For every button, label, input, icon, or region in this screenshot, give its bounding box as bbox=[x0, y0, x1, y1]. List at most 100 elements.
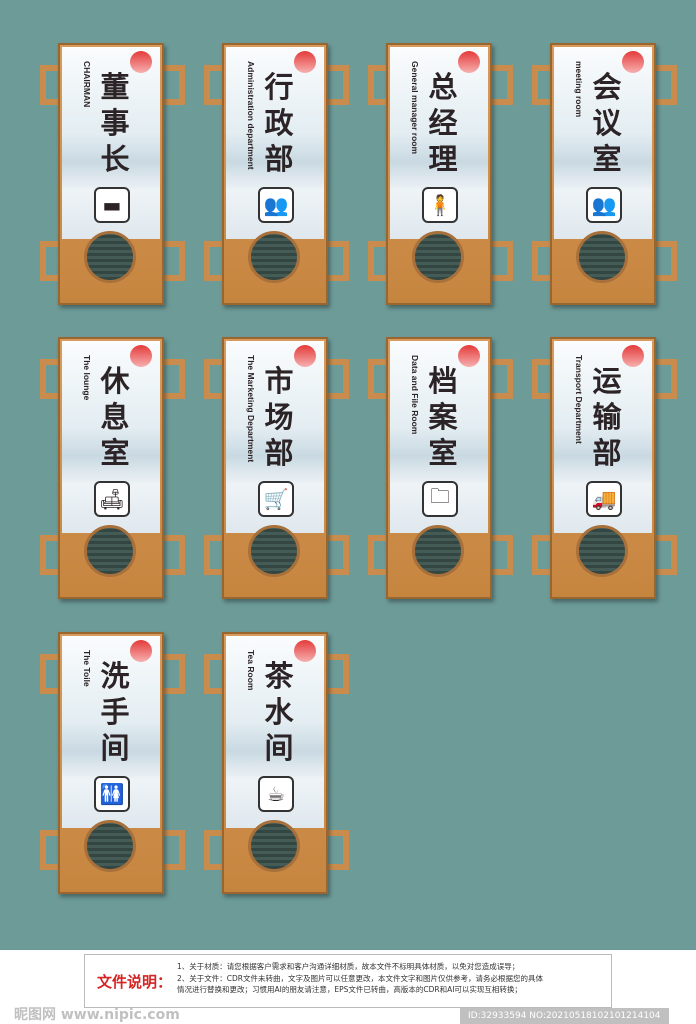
sign-english: The Marketing Department bbox=[246, 355, 256, 463]
icon-glyph: 👥 bbox=[263, 193, 289, 217]
red-sun bbox=[622, 345, 644, 367]
bracket bbox=[491, 535, 513, 575]
door-sign: Data and File Room 档案室 🗀 bbox=[368, 337, 513, 599]
door-sign: Transport Department 运输部 🚚 bbox=[532, 337, 677, 599]
bracket bbox=[163, 535, 185, 575]
watermark: 昵图网 www.nipic.com bbox=[14, 1007, 180, 1023]
bracket bbox=[163, 241, 185, 281]
sign-panel: Tea Room 茶水间 ☕ bbox=[222, 632, 328, 894]
bracket bbox=[532, 359, 554, 399]
sign-panel: The lounge 休息室 🛋 bbox=[58, 337, 164, 599]
sign-panel: CHAIRMAN 董事长 ▬ bbox=[58, 43, 164, 305]
icon-glyph: 🧍 bbox=[427, 193, 453, 217]
bracket bbox=[40, 65, 62, 105]
lattice-window bbox=[412, 231, 464, 283]
truck-icon: 🚚 bbox=[586, 481, 622, 517]
bracket bbox=[655, 65, 677, 105]
icon-glyph: 🚻 bbox=[99, 782, 125, 806]
icon-glyph: 👥 bbox=[591, 193, 617, 217]
bracket bbox=[327, 65, 349, 105]
lattice-window bbox=[576, 525, 628, 577]
note-line: 2、关于文件：CDR文件未转曲，文字及图片可以任意更改，本文件文字和图片仅供参考… bbox=[177, 974, 543, 983]
sign-panel: The Marketing Department 市场部 🛒 bbox=[222, 337, 328, 599]
door-sign: The Marketing Department 市场部 🛒 bbox=[204, 337, 349, 599]
red-sun bbox=[130, 51, 152, 73]
door-sign: meeting room 会议室 👥 bbox=[532, 43, 677, 305]
sign-chinese: 运输部 bbox=[592, 364, 622, 470]
restroom-icon: 🚻 bbox=[94, 776, 130, 812]
sign-chinese: 会议室 bbox=[592, 70, 622, 176]
meeting-people-icon: 👥 bbox=[258, 187, 294, 223]
bracket bbox=[204, 535, 226, 575]
lattice-window bbox=[576, 231, 628, 283]
bracket bbox=[40, 535, 62, 575]
note-line: 情况进行替换和更改；习惯用AI的朋友请注意，EPS文件已转曲，高版本的CDR和A… bbox=[177, 985, 522, 994]
bracket bbox=[368, 535, 390, 575]
door-sign: The Toile 洗手间 🚻 bbox=[40, 632, 185, 894]
red-sun bbox=[130, 640, 152, 662]
bracket bbox=[491, 65, 513, 105]
landscape-background: Transport Department 运输部 🚚 bbox=[554, 341, 652, 533]
landscape-background: CHAIRMAN 董事长 ▬ bbox=[62, 47, 160, 239]
bracket bbox=[204, 654, 226, 694]
bracket bbox=[327, 359, 349, 399]
bracket bbox=[655, 241, 677, 281]
landscape-background: Data and File Room 档案室 🗀 bbox=[390, 341, 488, 533]
bracket bbox=[204, 830, 226, 870]
landscape-background: The Marketing Department 市场部 🛒 bbox=[226, 341, 324, 533]
bracket bbox=[368, 241, 390, 281]
bracket bbox=[368, 359, 390, 399]
red-sun bbox=[294, 640, 316, 662]
sign-panel: Transport Department 运输部 🚚 bbox=[550, 337, 656, 599]
bracket bbox=[655, 535, 677, 575]
icon-glyph: 🛒 bbox=[263, 487, 289, 511]
file-note-box: 文件说明： 1、关于材质：请您根据客户需求和客户沟通详细材质，故本文件不标明具体… bbox=[84, 954, 612, 1008]
sign-english: Data and File Room bbox=[410, 355, 420, 435]
bracket bbox=[204, 241, 226, 281]
door-sign: CHAIRMAN 董事长 ▬ bbox=[40, 43, 185, 305]
bracket bbox=[163, 654, 185, 694]
red-sun bbox=[458, 345, 480, 367]
sign-english: Transport Department bbox=[574, 355, 584, 444]
red-sun bbox=[130, 345, 152, 367]
door-sign: The lounge 休息室 🛋 bbox=[40, 337, 185, 599]
sign-panel: The Toile 洗手间 🚻 bbox=[58, 632, 164, 894]
conference-icon: 👥 bbox=[586, 187, 622, 223]
bracket bbox=[491, 241, 513, 281]
sign-chinese: 董事长 bbox=[100, 70, 130, 176]
icon-glyph: 🗀 bbox=[430, 484, 450, 508]
lattice-window bbox=[84, 231, 136, 283]
bracket bbox=[327, 241, 349, 281]
red-sun bbox=[622, 51, 644, 73]
bracket bbox=[368, 65, 390, 105]
bracket bbox=[163, 359, 185, 399]
sign-chinese: 档案室 bbox=[428, 364, 458, 470]
bracket bbox=[327, 830, 349, 870]
bracket bbox=[204, 359, 226, 399]
bracket bbox=[327, 654, 349, 694]
bracket bbox=[204, 65, 226, 105]
bracket bbox=[163, 65, 185, 105]
sign-panel: Data and File Room 档案室 🗀 bbox=[386, 337, 492, 599]
note-line: 1、关于材质：请您根据客户需求和客户沟通详细材质，故本文件不标明具体材质，以免对… bbox=[177, 962, 520, 971]
sign-chinese: 洗手间 bbox=[100, 659, 130, 765]
folder-icon: 🗀 bbox=[422, 481, 458, 517]
bracket bbox=[327, 535, 349, 575]
landscape-background: meeting room 会议室 👥 bbox=[554, 47, 652, 239]
icon-glyph: 🛋 bbox=[99, 487, 125, 511]
manager-desk-icon: 🧍 bbox=[422, 187, 458, 223]
sign-english: Administration department bbox=[246, 61, 256, 170]
landscape-background: General manager room 总经理 🧍 bbox=[390, 47, 488, 239]
red-sun bbox=[294, 345, 316, 367]
red-sun bbox=[294, 51, 316, 73]
sign-chinese: 行政部 bbox=[264, 70, 294, 176]
landscape-background: The Toile 洗手间 🚻 bbox=[62, 636, 160, 828]
bracket bbox=[532, 241, 554, 281]
lattice-window bbox=[84, 525, 136, 577]
lattice-window bbox=[248, 820, 300, 872]
file-note-band: 文件说明： 1、关于材质：请您根据客户需求和客户沟通详细材质，故本文件不标明具体… bbox=[0, 950, 696, 1024]
door-sign: Tea Room 茶水间 ☕ bbox=[204, 632, 349, 894]
door-sign: Administration department 行政部 👥 bbox=[204, 43, 349, 305]
sign-chinese: 市场部 bbox=[264, 364, 294, 470]
desk-person-icon: ▬ bbox=[94, 187, 130, 223]
